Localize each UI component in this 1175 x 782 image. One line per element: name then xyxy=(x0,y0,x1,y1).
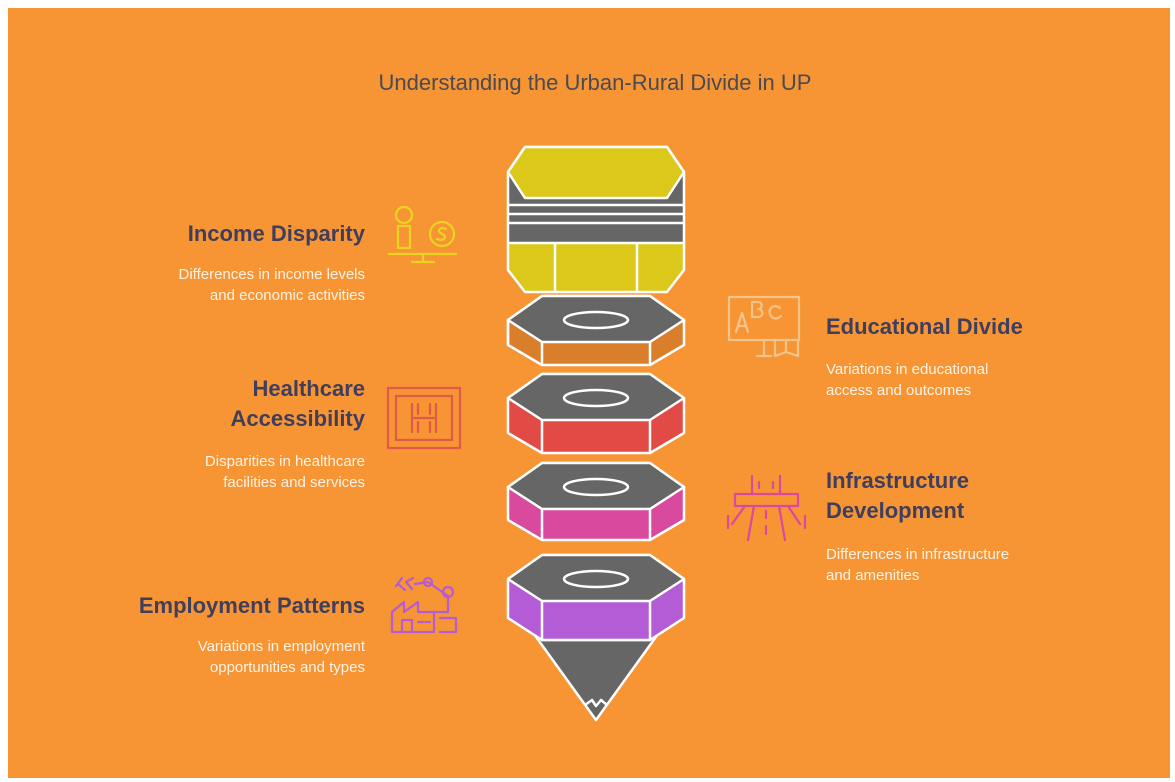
heading-educational-divide: Educational Divide xyxy=(826,314,1023,339)
segment-employment-tip xyxy=(506,553,686,722)
desc-educational-divide: Variations in educational access and out… xyxy=(826,359,1146,401)
heading-infrastructure-development: Infrastructure Development xyxy=(826,466,1146,526)
desc-line: Variations in employment xyxy=(197,638,365,655)
desc-healthcare-accessibility: Disparities in healthcare facilities and… xyxy=(35,451,365,493)
desc-line: Disparities in healthcare xyxy=(204,453,365,470)
heading-healthcare-accessibility: Healthcare Accessibility xyxy=(35,374,365,434)
desc-line: Variations in educational xyxy=(826,361,989,378)
abc-book-icon xyxy=(727,295,801,358)
segment-education-nut xyxy=(506,294,686,367)
desc-infrastructure-development: Differences in infrastructure and amenit… xyxy=(826,544,1146,586)
desc-line: Differences in infrastructure xyxy=(826,546,1010,563)
heading-line: Development xyxy=(826,498,965,523)
heading-employment-patterns: Employment Patterns xyxy=(138,593,365,618)
desc-line: Differences in income levels xyxy=(178,266,365,283)
heading-line: Infrastructure xyxy=(826,468,970,493)
heading-line: Accessibility xyxy=(230,406,365,431)
desc-employment-patterns: Variations in employment opportunities a… xyxy=(35,636,365,678)
desc-line: opportunities and types xyxy=(209,659,365,676)
desc-line: facilities and services xyxy=(223,474,365,491)
desc-line: access and outcomes xyxy=(826,382,972,399)
factory-robot-arm-icon xyxy=(390,576,458,634)
hospital-h-icon xyxy=(386,386,462,450)
segment-healthcare-nut xyxy=(506,372,686,455)
road-bridge-icon xyxy=(726,474,807,542)
desc-line: and amenities xyxy=(826,567,920,584)
balance-scale-money-icon xyxy=(387,205,458,264)
desc-line: and economic activities xyxy=(209,287,365,304)
heading-income-disparity: Income Disparity xyxy=(187,221,365,246)
segment-infrastructure-nut xyxy=(506,461,686,542)
segment-income-eraser xyxy=(506,145,686,294)
desc-income-disparity: Differences in income levels and economi… xyxy=(35,264,365,306)
diagram-title: Understanding the Urban-Rural Divide in … xyxy=(378,70,812,95)
heading-line: Healthcare xyxy=(252,376,365,401)
